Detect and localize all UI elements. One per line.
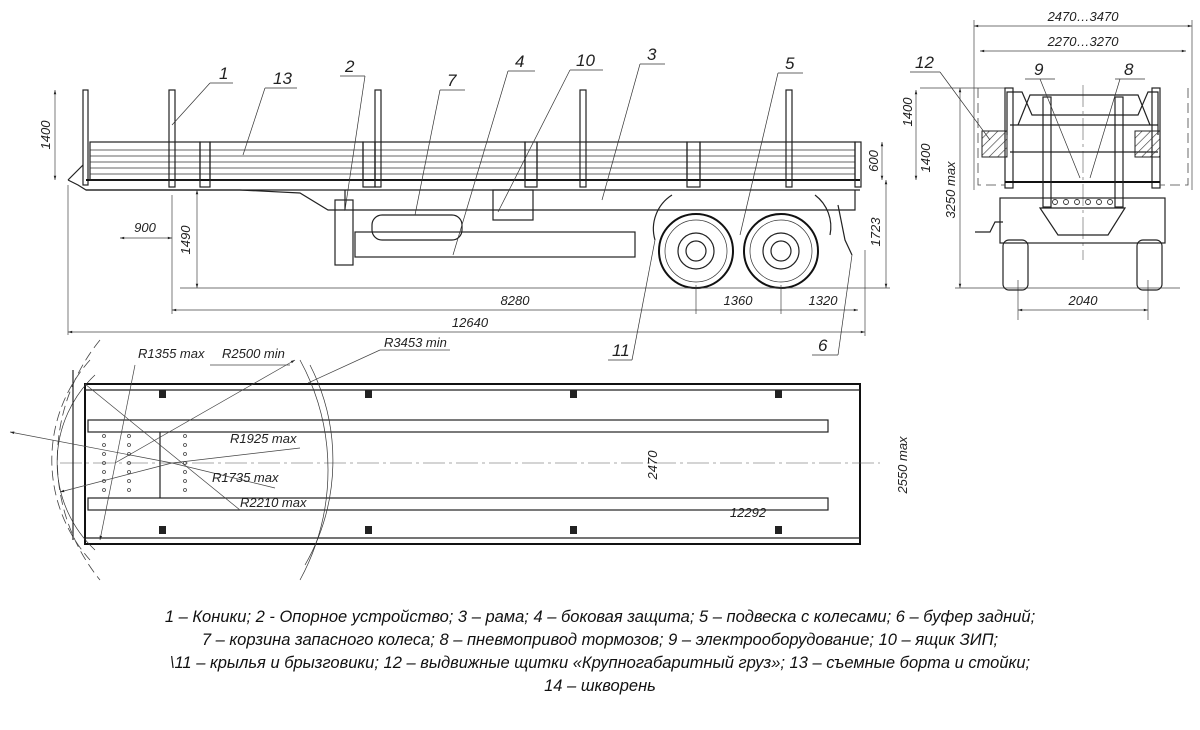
side-boards (89, 141, 862, 188)
callout-10: 10 (576, 51, 595, 70)
dim-sign-height: 1400 (918, 143, 933, 173)
front-stake (82, 89, 89, 186)
dim-max-height: 3250 max (943, 161, 958, 219)
dim-coupling-height: 1490 (178, 225, 193, 255)
wheel-front (658, 213, 734, 289)
mudguard (652, 194, 673, 241)
dim-kingpin-to-axle: 8280 (501, 293, 531, 308)
callout-2: 2 (344, 57, 355, 76)
dim-width-outer: 2470…3470 (1047, 9, 1120, 24)
radius-r2210: R2210 max (240, 495, 307, 510)
radius-r2500: R2500 min (222, 346, 285, 361)
legend-line: \11 – крылья и брызговики; 12 – выдвижны… (169, 654, 1031, 672)
dim-platform-length: 12292 (730, 505, 767, 520)
dim-stake-height-right: 1400 (900, 97, 915, 127)
dim-platform-height: 1723 (868, 217, 883, 247)
dim-width-inner: 2270…3270 (1047, 34, 1120, 49)
tool-box (492, 189, 534, 221)
callout-6: 6 (818, 336, 828, 355)
landing-gear (334, 199, 354, 266)
radius-r1735: R1735 max (212, 470, 279, 485)
plan-view: R1355 max R2500 min R3453 min R1925 max … (9, 335, 910, 581)
dim-overall-length: 12640 (452, 315, 489, 330)
dim-kingpin-offset: 900 (134, 220, 156, 235)
oversize-sign-right (1134, 130, 1161, 158)
callout-4: 4 (515, 52, 524, 71)
radius-r1925: R1925 max (230, 431, 297, 446)
dim-axle-spacing: 1360 (724, 293, 754, 308)
radius-r3453: R3453 min (384, 335, 447, 350)
callout-5: 5 (785, 54, 795, 73)
stakes (168, 89, 793, 188)
dim-track-width: 2040 (1068, 293, 1099, 308)
callout-1: 1 (219, 64, 228, 83)
dim-board-height: 600 (866, 149, 881, 171)
side-view: 1400 900 1490 600 1723 1400 8280 1360 13… (38, 45, 918, 361)
rear-wheel-right (1136, 239, 1163, 291)
callout-3: 3 (647, 45, 657, 64)
callout-13: 13 (273, 69, 292, 88)
rear-view: 2470…3470 2270…3270 3250 max 1400 2040 1… (910, 9, 1193, 320)
callout-8: 8 (1124, 60, 1134, 79)
legend-line: 14 – шкворень (544, 677, 656, 695)
spare-wheel-basket (371, 214, 463, 241)
gooseneck (67, 179, 345, 211)
callout-11: 11 (612, 341, 630, 360)
rear-bumper (837, 204, 853, 256)
platform-outline (84, 383, 861, 545)
kingpin-holes (102, 434, 187, 492)
side-protection (354, 231, 636, 258)
dim-stake-height: 1400 (38, 120, 53, 150)
dim-rear-overhang: 1320 (809, 293, 839, 308)
callout-9: 9 (1034, 60, 1044, 79)
frame (344, 190, 856, 211)
callout-7: 7 (447, 71, 457, 90)
legend: 1 – Коники; 2 - Опорное устройство; 3 – … (0, 606, 1200, 698)
wheel-rear (743, 213, 819, 289)
oversize-sign-left (981, 130, 1008, 158)
legend-line: 1 – Коники; 2 - Опорное устройство; 3 – … (164, 608, 1036, 626)
legend-line: 7 – корзина запасного колеса; 8 – пневмо… (201, 631, 999, 649)
callout-12: 12 (915, 53, 934, 72)
rear-wheel-left (1002, 239, 1029, 291)
stake-pockets (159, 390, 782, 534)
dim-max-width: 2550 max (895, 436, 910, 495)
dim-inner-width: 2470 (645, 450, 660, 481)
radius-r1355: R1355 max (138, 346, 205, 361)
